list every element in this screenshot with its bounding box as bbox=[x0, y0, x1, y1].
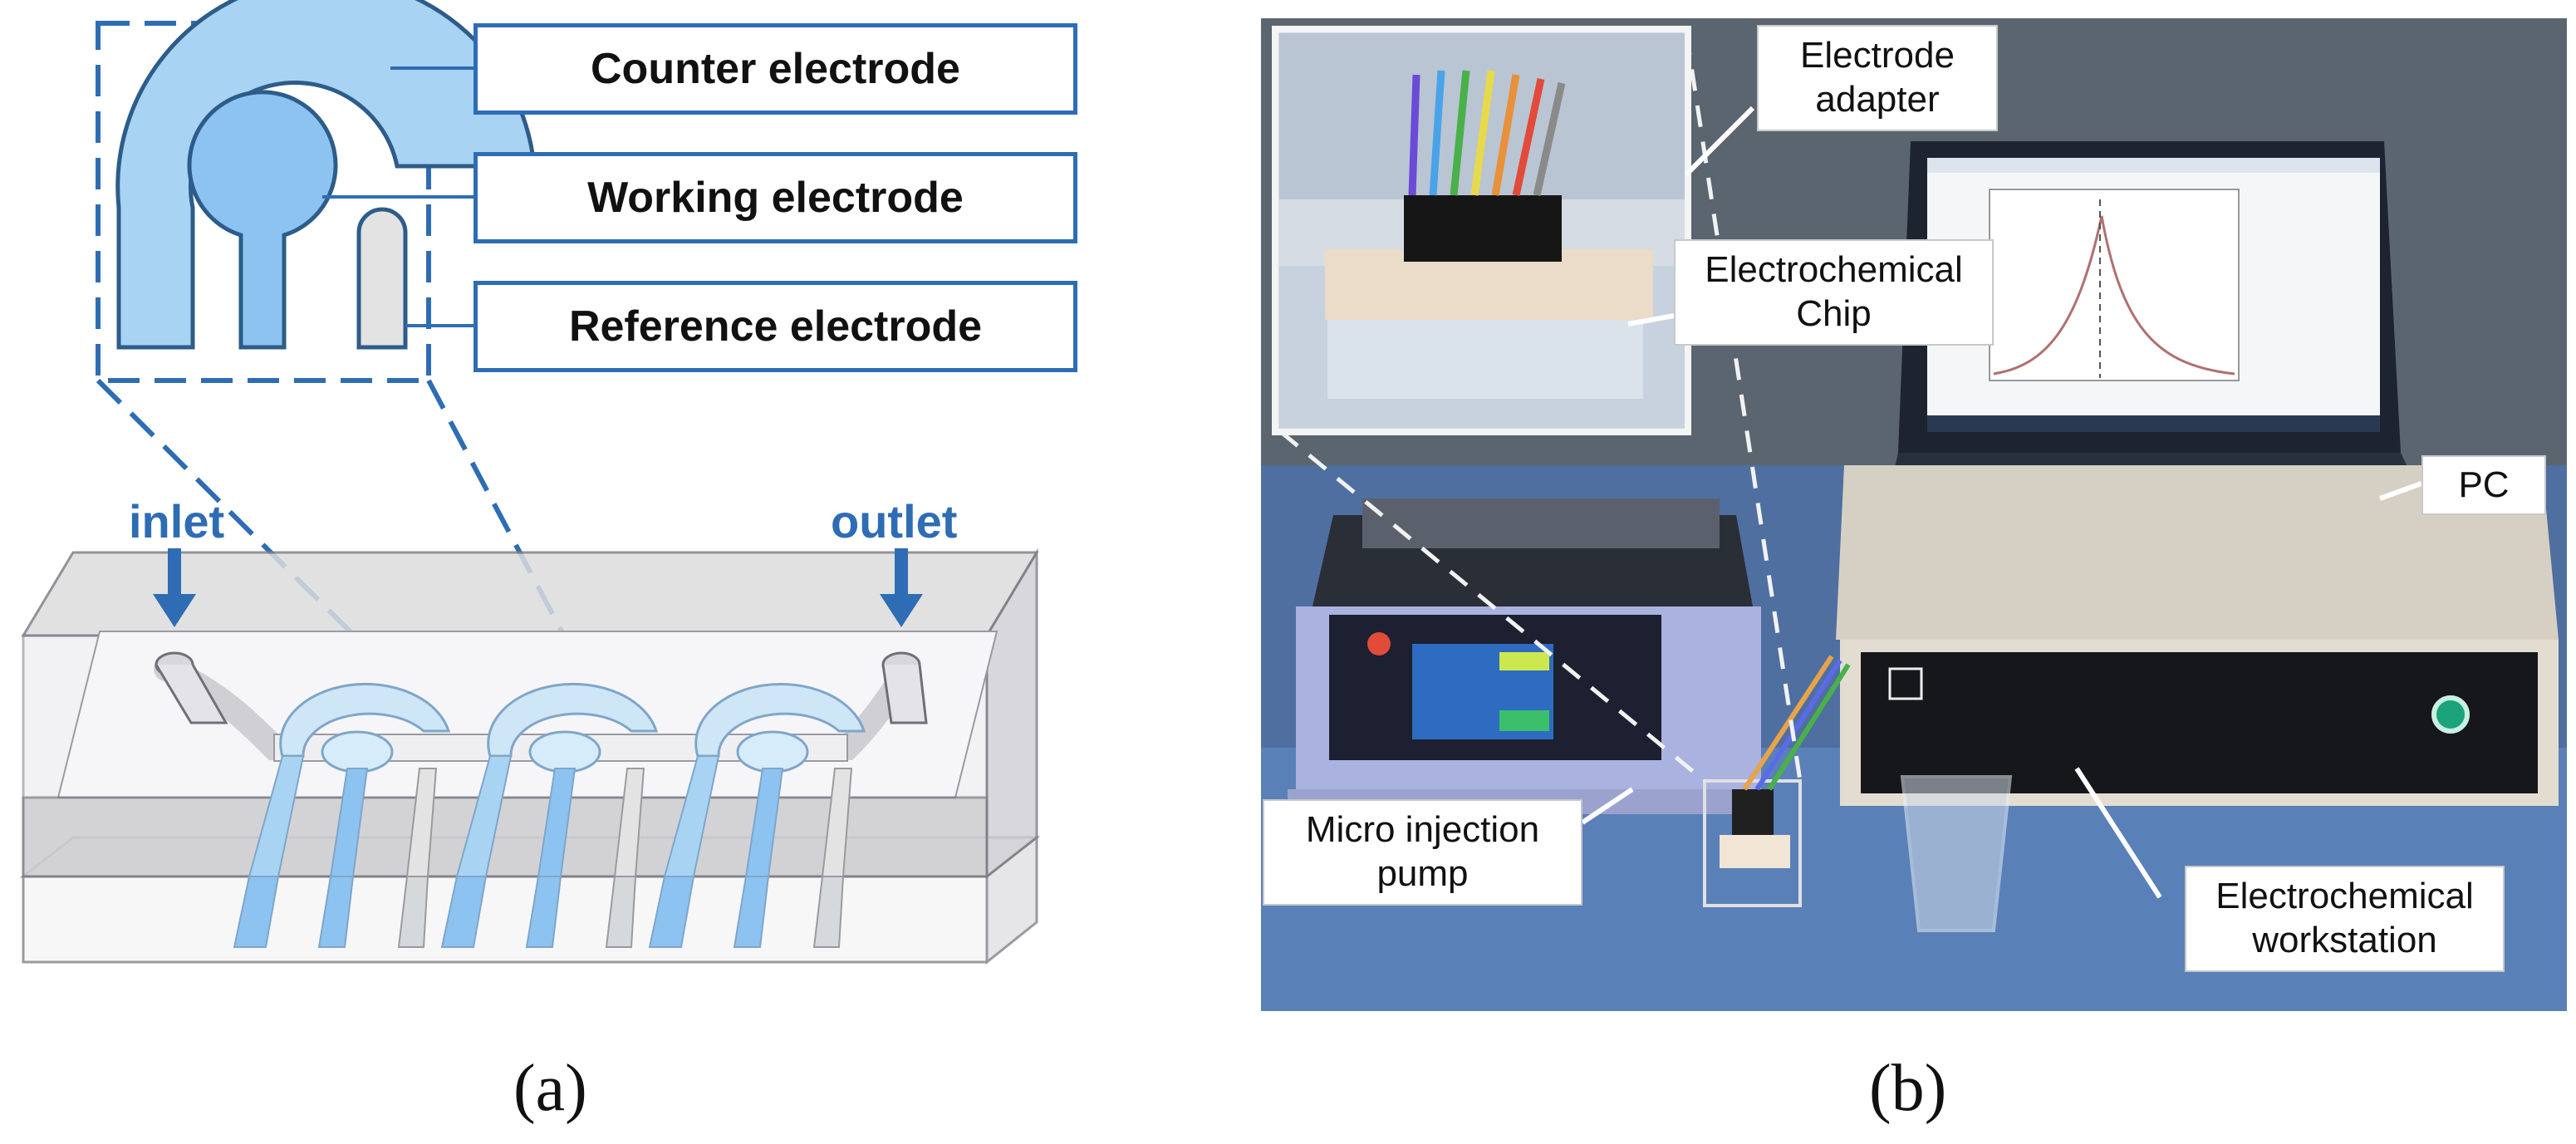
reference-electrode-label: Reference electrode bbox=[473, 281, 1077, 372]
electrode-adapter-label: Electrode adapter bbox=[1757, 25, 1998, 131]
inlet-label: inlet bbox=[129, 495, 225, 547]
inlet-arrow-icon bbox=[153, 594, 196, 627]
working-electrode-label: Working electrode bbox=[473, 152, 1077, 243]
micro-injection-pump-label: Micro injection pump bbox=[1263, 799, 1582, 906]
electrochemical-chip-label: Electrochemical Chip bbox=[1674, 239, 1994, 346]
microfluidic-chip bbox=[19, 547, 1041, 965]
micro-injection-pump-device bbox=[1288, 498, 1769, 814]
inset-photo bbox=[1272, 26, 1691, 435]
working-electrode bbox=[187, 90, 338, 350]
panel-a-graphics bbox=[19, 0, 1041, 965]
caption-b: (b) bbox=[1869, 1052, 1947, 1125]
electrochemical-workstation-device bbox=[1836, 465, 2559, 806]
beaker bbox=[1900, 775, 2013, 932]
electrochemical-workstation-label: Electrochemical workstation bbox=[2185, 866, 2505, 972]
reference-electrode bbox=[356, 207, 408, 350]
pc-label: PC bbox=[2421, 455, 2546, 515]
caption-a: (a) bbox=[513, 1052, 587, 1125]
outlet-arrow-icon bbox=[880, 594, 923, 627]
counter-electrode-label: Counter electrode bbox=[473, 23, 1077, 115]
outlet-label: outlet bbox=[831, 495, 958, 547]
